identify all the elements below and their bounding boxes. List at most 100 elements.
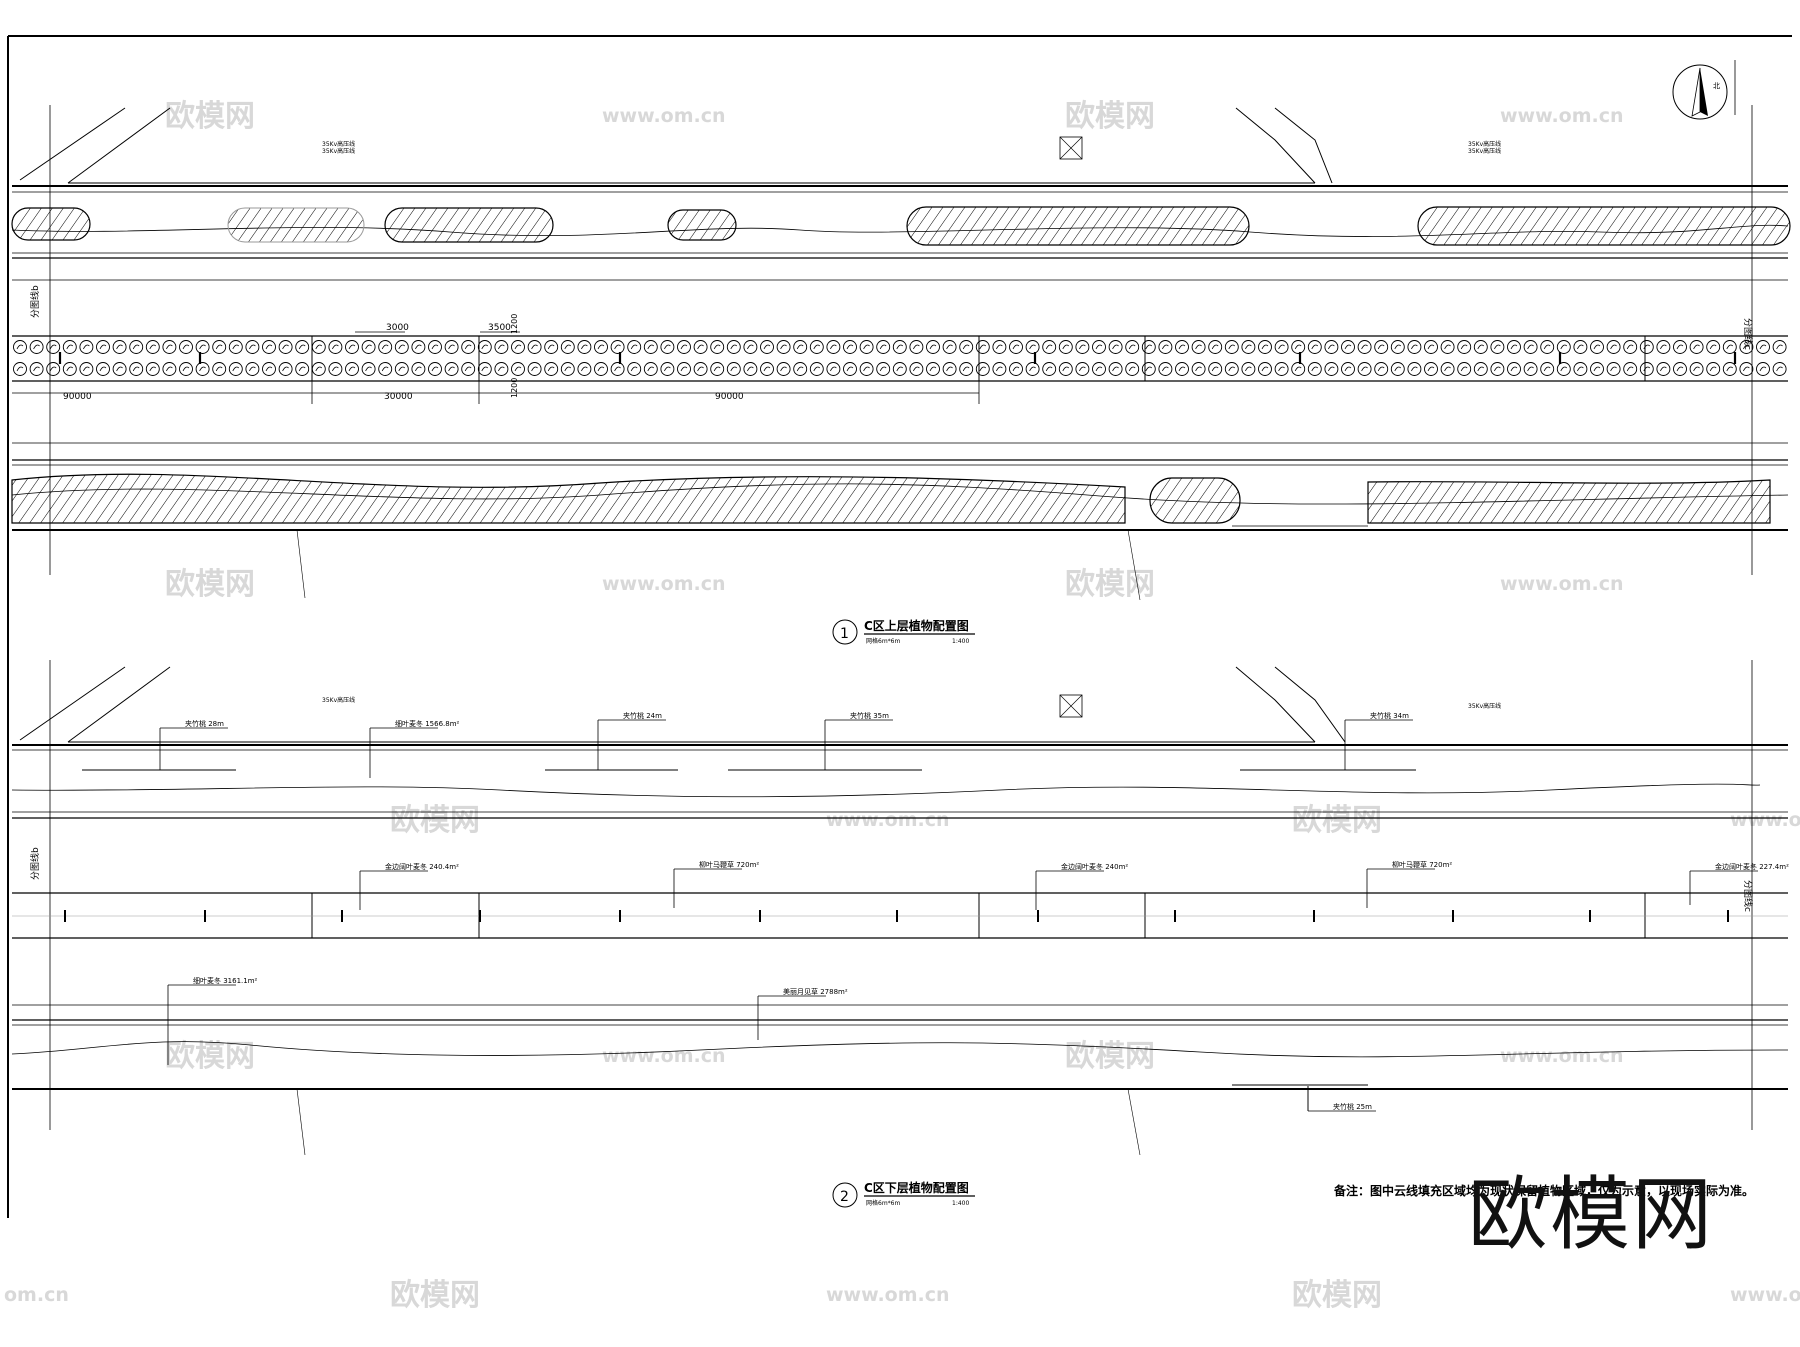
grid-marker [1059, 136, 1083, 160]
tree-symbol-icon [1191, 362, 1206, 376]
tree-symbol-icon [1141, 340, 1156, 354]
tree-symbol-icon [892, 340, 907, 354]
tree-symbol-icon [1457, 362, 1472, 376]
plant-callout: 夹竹桃 28m [159, 719, 228, 770]
tree-symbol-icon [876, 362, 891, 376]
plant-callout-label: 金边阔叶麦冬 240.4m² [385, 862, 459, 871]
tree-symbol-icon [1025, 340, 1040, 354]
tree-symbol-icon [1042, 340, 1057, 354]
tree-symbol-icon [394, 340, 409, 354]
watermark-text: www.om.cn [1500, 1045, 1624, 1067]
plant-callout-label: 夹竹桃 35m [850, 711, 889, 720]
tree-symbol-icon [1357, 340, 1372, 354]
tree-symbol-icon [1407, 362, 1422, 376]
tree-symbol-icon [195, 340, 210, 354]
tree-symbol-icon [295, 340, 310, 354]
tree-symbol-icon [1258, 362, 1272, 376]
tree-symbol-icon [1639, 340, 1654, 354]
dim-span-c: 90000 [715, 392, 744, 402]
watermark-text: www.om.cn [1730, 1284, 1800, 1306]
existing-vegetation-clouds-top [11, 206, 1791, 246]
tree-symbol-icon [1075, 340, 1090, 354]
watermark-text: 欧模网 [1292, 803, 1382, 838]
tree-symbol-icon [62, 362, 77, 376]
watermark-text: 欧模网 [165, 567, 255, 602]
road-label-left: 35Kv高压线 [322, 140, 355, 148]
tree-symbol-icon [1108, 362, 1123, 376]
plant-callout: 柳叶马鞭草 720m² [673, 860, 759, 908]
plant-callout: 金边阔叶麦冬 227.4m² [1689, 862, 1789, 905]
tree-symbol-icon [1772, 362, 1787, 376]
tree-symbol-icon [826, 340, 841, 354]
tree-symbol-icon [262, 362, 276, 376]
tree-symbol-icon [776, 362, 791, 376]
sheet-border [7, 35, 1792, 1218]
tree-symbol-icon [378, 340, 393, 354]
tree-symbol-icon [1175, 340, 1189, 354]
tree-symbol-icon [262, 340, 276, 354]
tree-symbol-icon [1274, 362, 1289, 376]
tree-symbol-icon [959, 362, 974, 376]
watermark-text: 欧模网 [390, 803, 480, 838]
watermark-text: www.om.cn [826, 809, 950, 831]
plant-callout-label: 夹竹桃 28m [185, 719, 224, 728]
tree-symbol-icon [1440, 340, 1455, 354]
tree-symbol-icon [909, 340, 924, 354]
tree-symbol-icon [29, 340, 44, 354]
tree-symbol-icon [1706, 362, 1721, 376]
brand-logo: 欧模网 [1468, 1168, 1714, 1261]
tree-symbol-icon [859, 340, 874, 354]
tree-symbol-icon [859, 362, 874, 376]
tree-symbol-icon [1158, 340, 1173, 354]
tree-symbol-icon [627, 362, 642, 376]
tree-symbol-icon [1457, 340, 1472, 354]
tree-symbol-icon [29, 362, 44, 376]
grid-marker-2 [1059, 694, 1083, 718]
tree-symbol-icon [975, 340, 990, 354]
tree-symbol-icon [1125, 340, 1140, 354]
tree-symbol-icon [760, 340, 774, 354]
tree-symbol-icon [1606, 362, 1621, 376]
tree-symbol-icon [145, 340, 160, 354]
tree-symbol-icon [1158, 362, 1173, 376]
tree-symbol-icon [1291, 362, 1306, 376]
tree-symbol-icon [511, 340, 525, 354]
tree-symbol-icon [1490, 340, 1505, 354]
tree-symbol-icon [345, 340, 359, 354]
tree-symbol-icon [1324, 362, 1339, 376]
watermark-text: www.om.cn [826, 1284, 950, 1306]
tree-symbol-icon [1390, 362, 1405, 376]
tree-symbol-icon [195, 362, 210, 376]
tree-symbol-icon [743, 340, 758, 354]
north-label: 北 [1713, 82, 1720, 90]
dim-d2: 3500 [488, 323, 511, 333]
tree-symbol-icon [527, 340, 542, 354]
tree-symbol-icon [1540, 340, 1555, 354]
tree-symbol-icon [1258, 340, 1272, 354]
tree-symbol-icon [992, 362, 1007, 376]
tree-symbol-icon [942, 340, 957, 354]
tree-symbol-icon [428, 340, 442, 354]
tree-symbol-icon [13, 340, 27, 354]
tree-symbol-icon [1357, 362, 1372, 376]
tree-symbol-icon [1507, 362, 1521, 376]
tree-symbol-icon [843, 340, 857, 354]
tree-symbol-icon [726, 340, 741, 354]
tree-symbol-icon [1590, 340, 1604, 354]
tree-symbol-icon [378, 362, 393, 376]
tree-symbol-icon [710, 362, 725, 376]
tree-symbol-icon [477, 362, 492, 376]
tree-symbol-icon [1341, 362, 1355, 376]
tree-symbol-icon [411, 340, 426, 354]
plant-callout: 夹竹桃 25m [1307, 1086, 1376, 1112]
tree-symbol-icon [544, 362, 559, 376]
tree-symbol-icon [428, 362, 442, 376]
tree-symbol-icon [1689, 362, 1704, 376]
tree-symbol-icon [660, 362, 675, 376]
tree-symbol-icon [112, 340, 127, 354]
watermark-text: www.om.cn [1730, 809, 1800, 831]
tree-symbol-icon [1241, 340, 1256, 354]
tree-symbol-icon [79, 362, 94, 376]
tree-symbol-icon [560, 340, 575, 354]
tree-symbol-icon [1075, 362, 1090, 376]
